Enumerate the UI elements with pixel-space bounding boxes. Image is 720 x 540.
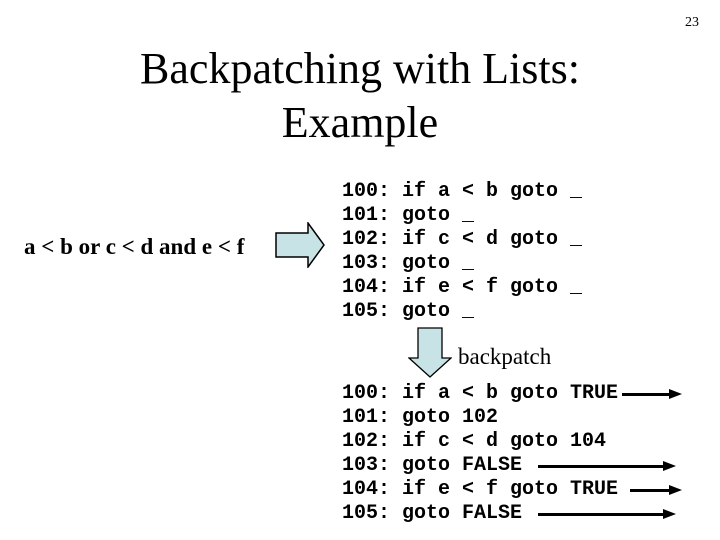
slide-title-line-1: Backpatching with Lists: [140, 44, 580, 93]
backpatch-down-arrow-shape [408, 327, 452, 378]
code-line: 104: if e < f goto TRUE [342, 478, 619, 501]
code-line: 100: if a < b goto _ [342, 180, 583, 203]
slide-title: Backpatching with Lists: Example [0, 42, 720, 150]
code-line: 102: if c < d goto _ [342, 228, 583, 251]
code-line: 105: goto FALSE [342, 502, 523, 525]
backpatch-down-arrow-icon [408, 327, 452, 378]
flow-right-arrow-icon [275, 222, 325, 268]
code-block-unpatched: 100: if a < b goto _101: goto _102: if c… [342, 180, 582, 324]
code-line: 105: goto _ [342, 300, 475, 323]
backpatch-label: backpatch [458, 344, 552, 369]
goto-target-arrow-icon [630, 485, 682, 495]
flow-right-arrow-shape [275, 222, 325, 268]
code-line: 101: goto 102 [342, 406, 499, 429]
slide-title-line-2: Example [281, 98, 439, 147]
page-number: 23 [685, 15, 699, 30]
code-line: 103: goto FALSE [342, 454, 523, 477]
code-line: 100: if a < b goto TRUE [342, 382, 619, 405]
goto-target-arrow-icon [538, 509, 676, 519]
code-line: 102: if c < d goto 104 [342, 430, 607, 453]
goto-target-arrow-icon [538, 461, 676, 471]
goto-target-arrow-icon [622, 389, 682, 399]
code-line: 104: if e < f goto _ [342, 276, 583, 299]
boolean-expression: a < b or c < d and e < f [24, 234, 245, 259]
code-line: 103: goto _ [342, 252, 475, 275]
code-line: 101: goto _ [342, 204, 475, 227]
